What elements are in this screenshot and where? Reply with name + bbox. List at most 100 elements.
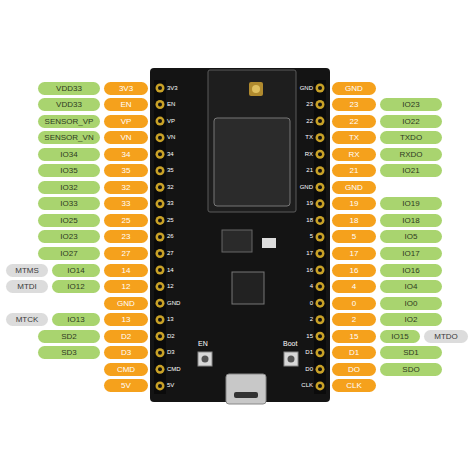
- pin-text: SENSOR_VN: [44, 131, 93, 144]
- silkscreen-text: 5V: [167, 382, 174, 389]
- pin-text: IO33: [60, 197, 77, 210]
- pin-hole: [318, 218, 322, 222]
- header-strip: [314, 80, 326, 394]
- pin-text: 35: [122, 164, 131, 177]
- alt-function-label: MTDI: [6, 280, 48, 293]
- gpio-label: IO33: [38, 197, 100, 210]
- pin-text: TX: [349, 131, 359, 144]
- header-strip: [154, 80, 166, 394]
- pin-pad: [156, 381, 165, 390]
- silkscreen-text: D3: [167, 349, 175, 356]
- gpio-label: IO17: [380, 247, 442, 260]
- pin-text: IO4: [405, 280, 418, 293]
- pin-pad: [316, 166, 325, 175]
- silkscreen-text: 22: [306, 118, 313, 125]
- pin-text: EN: [120, 98, 131, 111]
- silkscreen-text: D2: [167, 333, 175, 340]
- pin-hole: [158, 252, 162, 256]
- pin-hole: [318, 103, 322, 107]
- pin-text: 33: [122, 197, 131, 210]
- pin-text: IO23: [60, 230, 77, 243]
- pin-text: MTDO: [434, 330, 458, 343]
- pin-text: 25: [122, 214, 131, 227]
- usb-port: [226, 374, 266, 404]
- pin-name: 32: [104, 181, 148, 194]
- pin-hole: [318, 152, 322, 156]
- pin-hole: [158, 169, 162, 173]
- pin-text: 2: [352, 313, 356, 326]
- pin-text: IO22: [402, 115, 419, 128]
- silkscreen-text: 26: [167, 233, 174, 240]
- pin-text: MTDI: [17, 280, 37, 293]
- pin-hole: [318, 318, 322, 322]
- pin-text: GND: [345, 82, 363, 95]
- usb-chip: [232, 272, 264, 304]
- pin-text: MTMS: [15, 264, 39, 277]
- pin-name: 25: [104, 214, 148, 227]
- pin-name: 23: [104, 230, 148, 243]
- pin-text: GND: [345, 181, 363, 194]
- pin-pad: [156, 100, 165, 109]
- silkscreen-text: 5: [310, 233, 313, 240]
- pin-text: IO14: [67, 264, 84, 277]
- pin-name: 16: [332, 264, 376, 277]
- pin-hole: [318, 185, 322, 189]
- pin-name: 2: [332, 313, 376, 326]
- pin-text: SD1: [403, 346, 419, 359]
- pin-text: 12: [122, 280, 131, 293]
- pin-text: D1: [349, 346, 359, 359]
- pin-text: 21: [350, 164, 359, 177]
- pin-text: RXDO: [399, 148, 422, 161]
- pin-pad: [156, 282, 165, 291]
- pin-pad: [316, 249, 325, 258]
- gpio-label: IO19: [380, 197, 442, 210]
- pin-name: 14: [104, 264, 148, 277]
- pin-hole: [318, 384, 322, 388]
- pin-hole: [158, 384, 162, 388]
- pin-name: VP: [104, 115, 148, 128]
- pin-pad: [316, 232, 325, 241]
- pin-pad: [316, 282, 325, 291]
- pin-text: SENSOR_VP: [45, 115, 94, 128]
- pin-name: 5V: [104, 379, 148, 392]
- pin-pad: [156, 216, 165, 225]
- pin-name: GND: [332, 181, 376, 194]
- gpio-label: IO32: [38, 181, 100, 194]
- pin-name: CMD: [104, 363, 148, 376]
- pin-pad: [156, 348, 165, 357]
- pin-hole: [318, 268, 322, 272]
- alt-function-label: MTCK: [6, 313, 48, 326]
- pin-name: D1: [332, 346, 376, 359]
- pin-text: 16: [350, 264, 359, 277]
- pin-name: DO: [332, 363, 376, 376]
- pin-hole: [318, 86, 322, 90]
- gpio-label: IO22: [380, 115, 442, 128]
- pin-text: IO15: [391, 330, 408, 343]
- silkscreen-text: 12: [167, 283, 174, 290]
- pin-hole: [158, 202, 162, 206]
- pin-pad: [156, 117, 165, 126]
- gpio-label: IO5: [380, 230, 442, 243]
- silkscreen-text: RX: [305, 151, 313, 158]
- pin-text: IO23: [402, 98, 419, 111]
- gpio-label: IO16: [380, 264, 442, 277]
- pin-name: 27: [104, 247, 148, 260]
- gpio-label: IO13: [52, 313, 100, 326]
- button-cap: [288, 356, 295, 363]
- pin-name: 4: [332, 280, 376, 293]
- wifi-module: [208, 70, 296, 212]
- gpio-label: IO23: [38, 230, 100, 243]
- pin-text: IO2: [405, 313, 418, 326]
- pin-name: 0: [332, 297, 376, 310]
- pin-hole: [158, 218, 162, 222]
- pin-name: TX: [332, 131, 376, 144]
- pin-hole: [158, 334, 162, 338]
- silkscreen-text: GND: [300, 85, 313, 92]
- alt-function-label: MTMS: [6, 264, 48, 277]
- gpio-label: SENSOR_VN: [38, 131, 100, 144]
- antenna-socket: [252, 85, 260, 93]
- pin-text: 14: [122, 264, 131, 277]
- pin-hole: [158, 235, 162, 239]
- pin-pad: [156, 84, 165, 93]
- pin-text: IO27: [60, 247, 77, 260]
